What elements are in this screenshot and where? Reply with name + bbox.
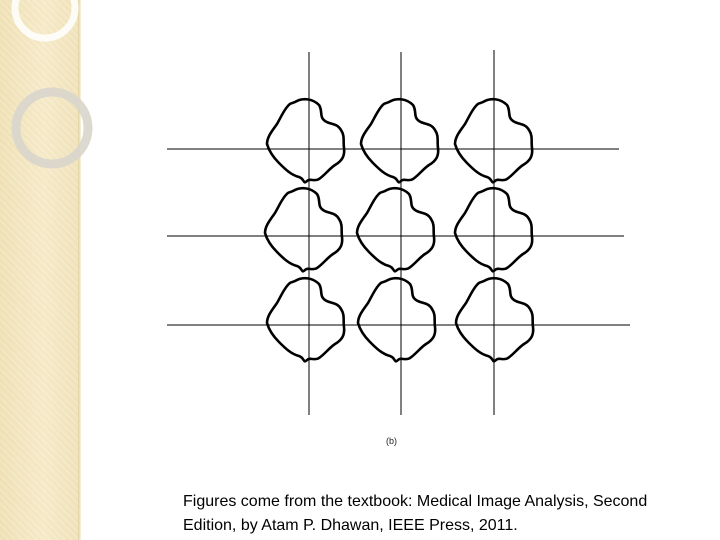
grid-lines	[167, 50, 630, 415]
contour-shape	[265, 276, 346, 363]
decorative-ring-top	[11, 0, 79, 42]
contour-shape	[263, 186, 344, 273]
contour-shape	[356, 276, 437, 363]
decorative-ring-bottom	[11, 87, 93, 169]
decorative-rings	[11, 0, 93, 169]
figure-caption: Figures come from the textbook: Medical …	[183, 490, 718, 538]
contour-shape	[355, 186, 436, 273]
caption-line-1: Figures come from the textbook: Medical …	[183, 493, 648, 510]
figure-label: (b)	[386, 436, 397, 446]
contour-shape	[265, 97, 346, 184]
contour-shape	[454, 276, 535, 363]
caption-line-2: Edition, by Atam P. Dhawan, IEEE Press, …	[183, 517, 518, 534]
contour-shape	[359, 97, 440, 184]
side-band-edge	[78, 0, 81, 540]
